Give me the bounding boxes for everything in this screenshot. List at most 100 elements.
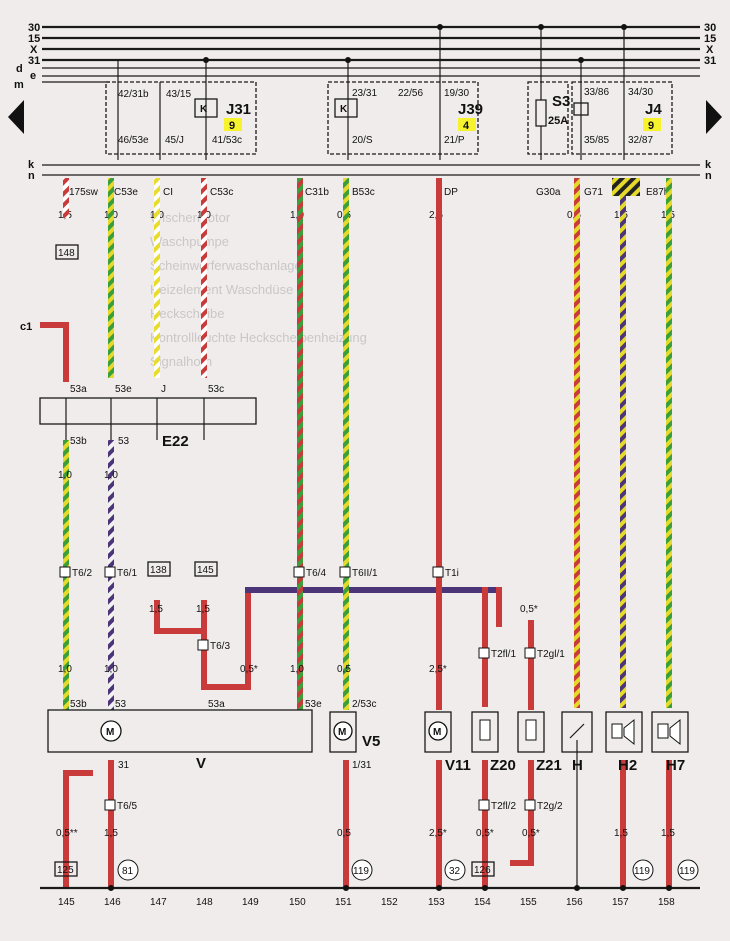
wire-label-175sw: 175sw [69,187,99,198]
horn-h2[interactable]: H2 [605,711,643,774]
col-149: 149 [242,897,259,908]
ref-145: 145 [197,565,214,576]
size-bot-155: 0,5* [522,828,540,839]
v-pin-31: 31 [118,760,130,771]
mid-sizes: 1,0 1,0 1,5 1,5 0,5* 1,0 1,0 1,0 0,5 2,5… [58,470,538,675]
relay-j39[interactable]: K 23/31 22/56 19/30 20/S 21/P J39 4 [327,24,483,160]
bus-label-30: 30 [28,22,40,34]
col-154: 154 [474,897,491,908]
bus-label-k: k [28,159,35,171]
size-bot-145: 0,5** [56,828,78,839]
bus-label-x-right: X [706,44,714,56]
switch-e22[interactable]: 53a 53e J 53c 53b 53 E22 [39,384,257,450]
wire-label-ci: CI [163,187,173,198]
size-low-150: 1,0 [290,664,304,675]
heater-z20[interactable]: Z20 [471,711,516,774]
conn-t2g-2: T2g/2 [537,801,563,812]
wire-label-b53c: B53c [352,187,375,198]
j4-pin-1: 33/86 [584,87,609,98]
heater-z21[interactable]: Z21 [517,711,562,774]
wire-label-c31b: C31b [305,187,329,198]
component-v: V [196,755,206,772]
wiper-motor-v[interactable]: M 53b 53 53a 53e 31 V [47,699,322,772]
motor-v11-icon: M [433,727,441,738]
horn-switch-h[interactable]: H [561,711,593,774]
ghost-line-3: Scheinwerferwaschanlage [150,258,302,273]
v-pin-53e: 53e [305,699,322,710]
conn-t6ii-1: T6II/1 [352,568,378,579]
bus-label-m: m [14,79,24,91]
wires [40,178,672,888]
wire-label-g71: G71 [584,187,603,198]
conn-t6-5: T6/5 [117,801,137,812]
wire-label-dp: DP [444,187,458,198]
bus-label-k-right: k [705,159,712,171]
j31-pin-2: 43/15 [166,89,191,100]
col-145: 145 [58,897,75,908]
j31-pin-1: 42/31b [118,89,149,100]
wire-sizes-top: 1,5 1,0 1,0 1,0 1,0 0,5 2,5 0,5 1,5 1,5 [58,210,675,221]
size-bot-153: 2,5* [429,828,447,839]
v-pin-53a: 53a [208,699,225,710]
size-low-149: 0,5* [240,664,258,675]
washer-pump-v11[interactable]: M V11 [424,711,471,774]
prev-page-arrow-icon[interactable] [8,100,24,134]
ghost-line-1: Wischermotor [150,210,231,225]
e22-pin-53c: 53c [208,384,224,395]
relay-j31[interactable]: K 42/31b 43/15 46/53e 45/J 41/53c J31 9 [105,57,257,160]
conn-t1i: T1i [445,568,459,579]
component-h: H [572,757,583,774]
ghost-line-6: Kontrollleuchte Heckscheibenheizung [150,330,367,345]
conn-t2gl-1: T2gl/1 [537,649,565,660]
j39-name: J39 [458,101,483,118]
wire-label-g30a: G30a [536,187,561,198]
fuse-s3[interactable]: S3 25A [527,24,570,160]
ghost-text: Wischermotor Waschpumpe Scheinwerferwasc… [150,210,367,369]
col-148: 148 [196,897,213,908]
size-bot-157: 1,5 [614,828,628,839]
conn-t6-2: T6/2 [72,568,92,579]
j31-pin-4: 45/J [165,135,184,146]
motor-v-icon: M [106,727,114,738]
j4-pin-2: 34/30 [628,87,653,98]
bus-label-15-right: 15 [704,33,716,45]
e22-pin-53: 53 [118,436,130,447]
ref-125: 125 [57,865,74,876]
horn-h7[interactable]: H7 [651,711,689,774]
col-155: 155 [520,897,537,908]
bus-label-d: d [16,63,23,75]
size-low-146: 1,0 [104,664,118,675]
component-z21: Z21 [536,757,562,774]
relay-j4[interactable]: 33/86 34/30 35/85 32/87 J4 9 [571,24,673,160]
col-150: 150 [289,897,306,908]
component-v11: V11 [445,757,471,774]
j39-pin-4: 20/S [352,135,373,146]
e22-pin-53b: 53b [70,436,87,447]
col-146: 146 [104,897,121,908]
ground-32: 32 [449,866,461,877]
bus-label-e: e [30,70,36,82]
ref-126: 126 [474,865,491,876]
component-v5: V5 [362,733,380,750]
j39-tag-bg [458,118,476,131]
ground-119-a: 119 [353,866,369,877]
v5-pin-2-53c: 2/53c [352,699,376,710]
top-bus: 30 15 X 31 d e m 30 15 X 31 [14,22,716,91]
bus-label-31: 31 [28,55,40,67]
next-page-arrow-icon[interactable] [706,100,722,134]
v-pin-53b: 53b [70,699,87,710]
j4-name: J4 [645,101,662,118]
washer-pump-v5[interactable]: M 2/53c 1/31 V5 [329,699,380,771]
motor-v5-icon: M [338,727,346,738]
j31-tag-bg [224,118,242,131]
conn-t2fl-2: T2fl/2 [491,801,516,812]
size-low-145: 1,0 [58,664,72,675]
bus-label-n: n [28,170,35,182]
ground-dots [108,885,672,891]
ghost-line-7: Signalhorn [150,354,212,369]
col-147: 147 [150,897,167,908]
size-low-153: 2,5* [429,664,447,675]
j39-pin-5: 21/P [444,135,465,146]
j39-pin-2: 22/56 [398,88,423,99]
col-156: 156 [566,897,583,908]
